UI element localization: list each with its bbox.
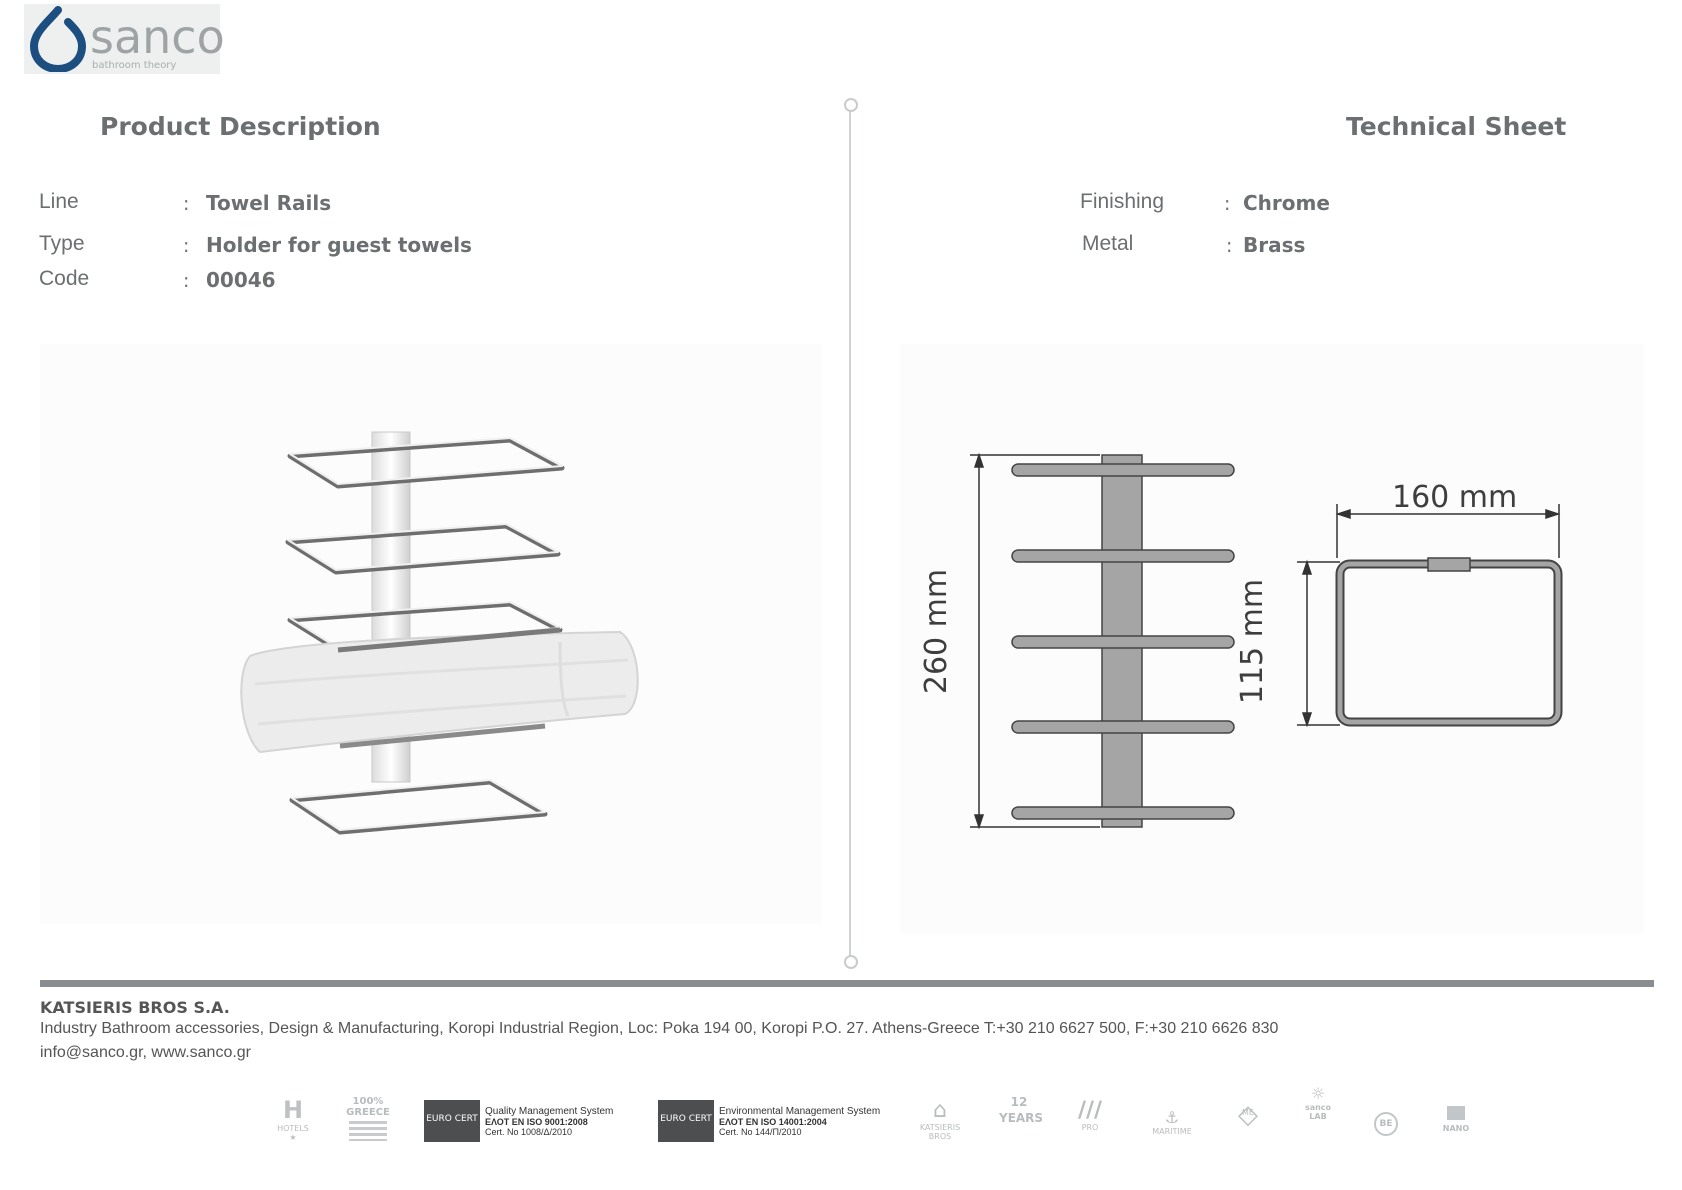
maritime-badge-label: MARITIME bbox=[1152, 1127, 1192, 1136]
finishing-colon: : bbox=[1224, 193, 1231, 215]
divider-top-knob bbox=[844, 98, 858, 112]
environmental-cert-title: Environmental Management System bbox=[719, 1106, 881, 1117]
pro-badge-label: PRO bbox=[1081, 1123, 1099, 1132]
anchor-icon: ⚓ bbox=[1164, 1108, 1180, 1127]
company-address: Industry Bathroom accessories, Design & … bbox=[40, 1020, 1279, 1037]
line-label: Line bbox=[39, 190, 79, 213]
product-description-heading: Product Description bbox=[100, 112, 381, 141]
quality-cert: Quality Management System ΕΛΟΤ EN ISO 90… bbox=[485, 1106, 613, 1137]
katsieris-badge-label: KATSIERIS BROS bbox=[919, 1123, 961, 1141]
lab-badge-label: sanco LAB bbox=[1304, 1103, 1332, 1121]
divider-bottom-knob bbox=[844, 955, 858, 969]
technical-sheet-heading: Technical Sheet bbox=[1346, 112, 1567, 141]
me-badge-label: ME bbox=[1242, 1108, 1254, 1117]
drop-icon bbox=[29, 6, 87, 72]
company-name: KATSIERIS BROS S.A. bbox=[40, 998, 230, 1017]
code-colon: : bbox=[183, 270, 190, 292]
dimension-drawing bbox=[970, 452, 1563, 830]
environmental-cert: Environmental Management System ΕΛΟΤ EN … bbox=[719, 1106, 880, 1137]
metal-colon: : bbox=[1226, 235, 1233, 257]
roof-icon: ⌂ bbox=[933, 1098, 947, 1123]
towel-holder-illustration bbox=[240, 431, 639, 835]
be-badge-label: BE bbox=[1374, 1112, 1398, 1136]
pro-badge: /// PRO bbox=[1068, 1098, 1112, 1132]
environmental-cert-standard: ΕΛΟΤ EN ISO 14001:2004 bbox=[719, 1117, 827, 1127]
quality-cert-standard: ΕΛΟΤ EN ISO 9001:2008 bbox=[485, 1117, 588, 1127]
hotel-icon: H bbox=[282, 1096, 304, 1124]
eurocert-badge-2: EURO CERT bbox=[658, 1100, 714, 1142]
lab-badge: ☼ sanco LAB bbox=[1296, 1084, 1340, 1121]
product-photo bbox=[40, 344, 822, 924]
technical-drawing: 160 mm 260 mm 115 mm bbox=[900, 344, 1644, 934]
brand-tagline: bathroom theory bbox=[92, 60, 177, 71]
slashes-icon: /// bbox=[1077, 1098, 1103, 1123]
footer-divider bbox=[40, 980, 1654, 987]
years-badge-label: 12 YEARS bbox=[999, 1095, 1044, 1125]
code-value: 00046 bbox=[206, 268, 276, 292]
eurocert-label-1: EURO CERT bbox=[426, 1114, 478, 1124]
type-colon: : bbox=[183, 235, 190, 257]
nano-squares-icon bbox=[1447, 1106, 1465, 1120]
metal-label: Metal bbox=[1082, 232, 1134, 255]
maritime-badge: ⚓ MARITIME bbox=[1144, 1108, 1200, 1136]
finishing-value: Chrome bbox=[1243, 191, 1330, 215]
me-badge: ◇ ME bbox=[1226, 1100, 1270, 1130]
nano-badge: NANO bbox=[1434, 1106, 1478, 1133]
hotels-badge: H HOTELS ★ bbox=[272, 1096, 314, 1142]
type-label: Type bbox=[39, 232, 85, 255]
greece-badge: 100% GREECE bbox=[346, 1096, 390, 1141]
be-badge: BE bbox=[1370, 1112, 1402, 1136]
eurocert-badge-1: EURO CERT bbox=[424, 1100, 480, 1142]
line-colon: : bbox=[183, 193, 190, 215]
sanco-logo: sanco bathroom theory bbox=[24, 4, 225, 74]
company-contact[interactable]: info@sanco.gr, www.sanco.gr bbox=[40, 1044, 252, 1061]
code-label: Code bbox=[39, 267, 90, 290]
katsieris-badge: ⌂ KATSIERIS BROS bbox=[912, 1098, 968, 1141]
star-icon: ★ bbox=[289, 1133, 297, 1142]
finishing-label: Finishing bbox=[1080, 190, 1165, 213]
height-dimension: 260 mm bbox=[919, 568, 955, 695]
brand-name: sanco bbox=[90, 10, 225, 64]
section-divider bbox=[849, 104, 851, 960]
width-dimension: 160 mm bbox=[1392, 480, 1518, 515]
hotels-badge-label: HOTELS bbox=[277, 1124, 309, 1133]
metal-value: Brass bbox=[1243, 233, 1306, 257]
type-value: Holder for guest towels bbox=[206, 233, 472, 257]
eurocert-label-2: EURO CERT bbox=[660, 1114, 712, 1124]
years-badge: 12 YEARS bbox=[994, 1094, 1044, 1126]
depth-dimension: 115 mm bbox=[1235, 578, 1271, 705]
line-value: Towel Rails bbox=[206, 191, 332, 215]
quality-cert-number: Cert. No 1008/Δ/2010 bbox=[485, 1127, 573, 1137]
bulb-icon: ☼ bbox=[1310, 1084, 1326, 1103]
nano-badge-label: NANO bbox=[1442, 1124, 1470, 1133]
greek-flag-icon bbox=[349, 1121, 387, 1141]
environmental-cert-number: Cert. No 144/Π/2010 bbox=[719, 1127, 802, 1137]
greece-badge-label: 100% GREECE bbox=[346, 1096, 390, 1118]
quality-cert-title: Quality Management System bbox=[485, 1106, 614, 1117]
diamond-icon: ◇ bbox=[1238, 1100, 1258, 1130]
